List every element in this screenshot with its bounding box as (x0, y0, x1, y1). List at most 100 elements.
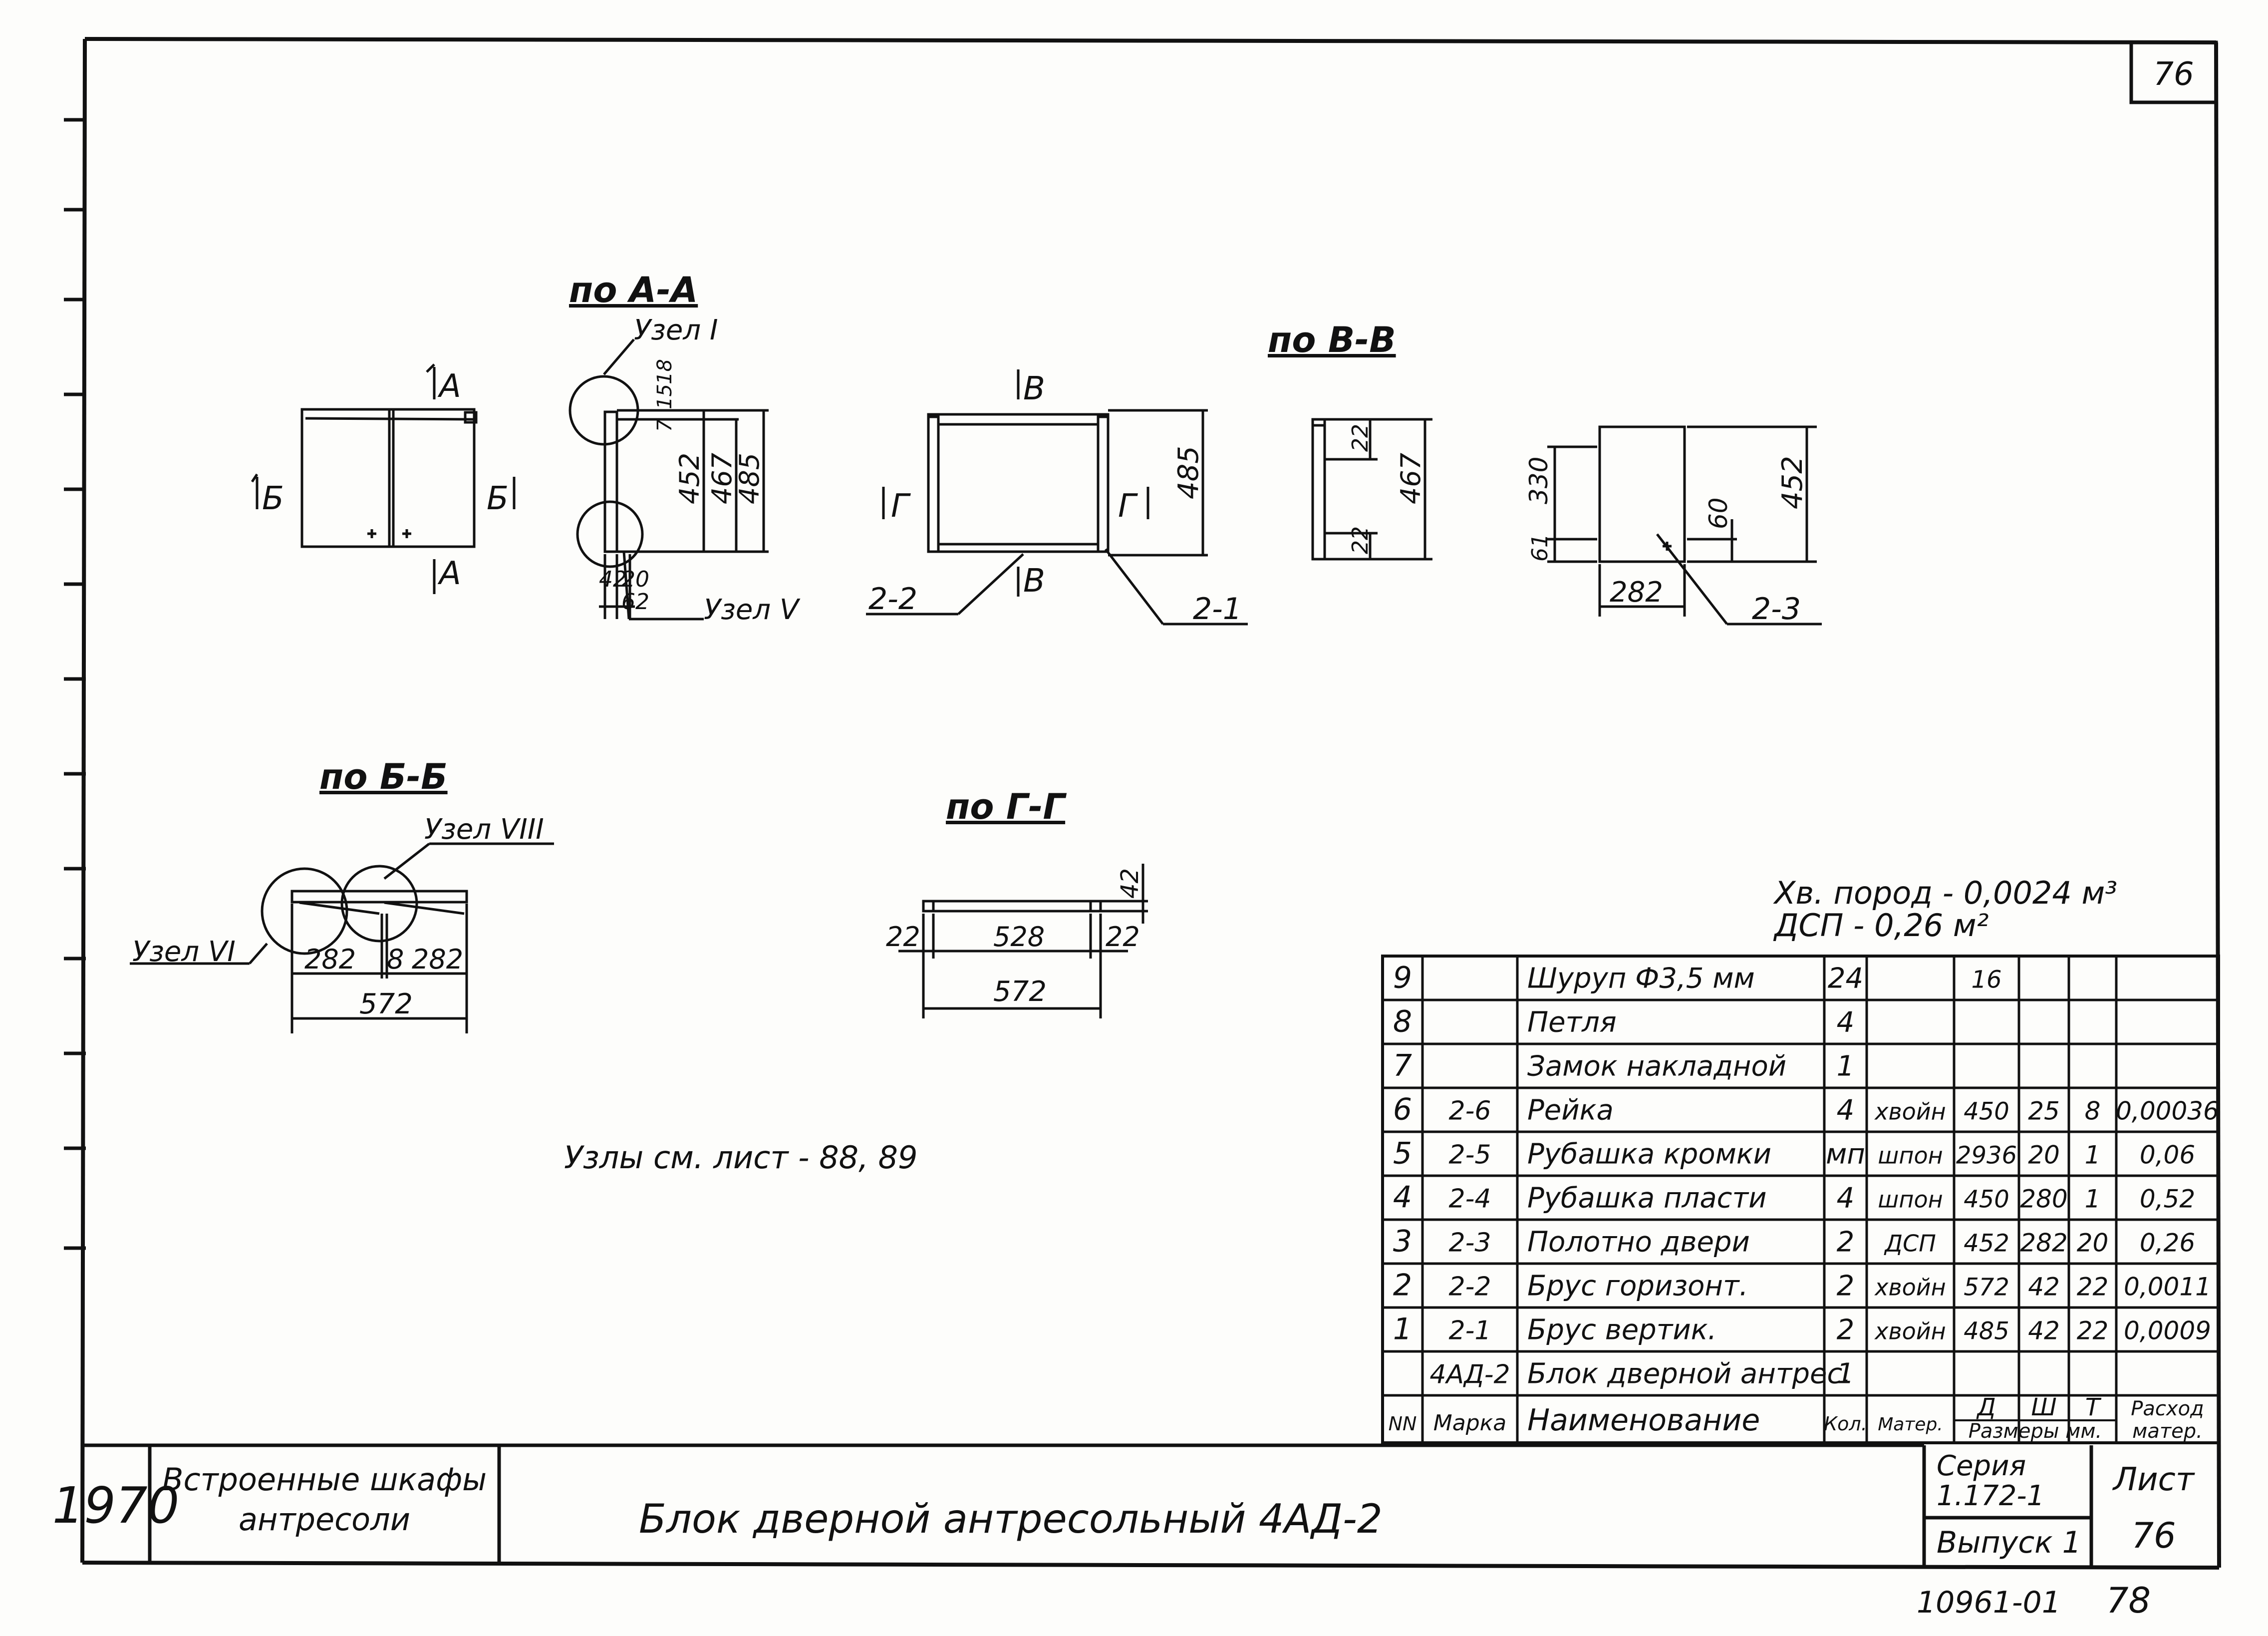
dim-282-right-b: 282 (412, 944, 463, 975)
series-label: Серия (1937, 1450, 2026, 1482)
section-mark-g-right: Г (1118, 488, 1138, 525)
node-label-2: Узел V (704, 594, 801, 626)
sheet-number: 76 (2131, 1515, 2176, 1556)
spec-cell: 20 (2028, 1140, 2060, 1169)
series-name-line1: Встроенные шкафы (162, 1461, 487, 1498)
spec-header-d: Д (1976, 1393, 1996, 1421)
node-label-8: Узел VIII (424, 813, 544, 846)
spec-cell: 2 (1393, 1268, 1412, 1303)
spec-cell: шпон (1878, 1186, 1943, 1213)
spec-cell: 0,00036 (2116, 1096, 2219, 1125)
section-title-g-g: по Г-Г (946, 786, 1067, 827)
dim-62-a: 62 (621, 589, 649, 615)
spec-header-name: Наименование (1527, 1403, 1760, 1438)
spec-cell: 2-4 (1449, 1184, 1491, 1214)
spec-cell: 8 (1393, 1004, 1412, 1039)
issue-label: Выпуск 1 (1937, 1525, 2081, 1560)
dim-20-a: 20 (621, 567, 649, 592)
sheet-number-top: 76 (2153, 56, 2194, 93)
node-label-1: Узел I (634, 314, 718, 346)
archive-number: 10961-01 (1917, 1585, 2061, 1620)
spec-cell: 2-1 (1449, 1315, 1491, 1345)
spec-cell: Шуруп Ф3,5 мм (1527, 962, 1755, 994)
spec-cell: 4 (1837, 1182, 1855, 1214)
spec-header-usage: Расход (2131, 1397, 2204, 1420)
spec-cell: 1 (1837, 1357, 1855, 1390)
spec-cell: 452 (1964, 1229, 2009, 1257)
spec-cell: 42 (2028, 1316, 2060, 1345)
dim-330: 330 (1524, 457, 1553, 504)
section-title-v-v: по В-В (1268, 320, 1396, 360)
spec-header-num: NN (1389, 1413, 1417, 1435)
section-mark-a-bottom: А (437, 555, 461, 592)
spec-cell: 2936 (1956, 1141, 2017, 1169)
spec-cell: 22 (2077, 1272, 2109, 1301)
year-stamp: 1970 (52, 1476, 180, 1535)
dim-18-a: 18 (653, 359, 676, 384)
dim-452-panel: 452 (1776, 456, 1809, 509)
spec-cell: 0,26 (2140, 1228, 2195, 1257)
spec-cell: 1 (2085, 1184, 2101, 1213)
spec-cell: Рубашка кромки (1527, 1138, 1771, 1170)
dim-282-left-b: 282 (304, 944, 356, 975)
spec-header-material: Матер. (1878, 1414, 1943, 1435)
spec-cell: 2 (1837, 1313, 1855, 1346)
spec-header-mark: Марка (1433, 1410, 1506, 1436)
dim-22-top-v: 22 (1348, 424, 1373, 452)
section-title-a-a: по А-А (569, 270, 698, 311)
spec-cell: 7 (1393, 1048, 1412, 1083)
spec-cell: 3 (1393, 1224, 1412, 1259)
spec-cell: Рубашка пласти (1527, 1182, 1766, 1214)
spec-cell: 1 (2085, 1140, 2101, 1169)
spec-cell: 0,0011 (2124, 1272, 2211, 1301)
spec-cell: хвойн (1874, 1317, 1946, 1344)
dim-485-frame: 485 (1172, 446, 1205, 499)
section-mark-v-top: В (1023, 370, 1045, 407)
spec-cell: 5 (1393, 1136, 1412, 1171)
dim-7-a: 7 (653, 419, 676, 432)
dim-467-a: 467 (706, 453, 738, 504)
front-view (251, 363, 516, 594)
spec-cell: 0,52 (2140, 1184, 2195, 1213)
spec-cell: мп (1826, 1138, 1865, 1170)
spec-cell: хвойн (1874, 1098, 1946, 1125)
material-note-wood: Хв. пород - 0,0024 м³ (1773, 875, 2117, 911)
dim-22-left-g: 22 (886, 921, 920, 953)
dim-42-a: 42 (599, 567, 627, 592)
spec-cell: 6 (1393, 1092, 1412, 1127)
dim-8-b: 8 (387, 944, 404, 975)
dim-22-bottom-v: 22 (1348, 526, 1373, 554)
spec-cell: 9 (1393, 960, 1412, 995)
spec-cell: 572 (1964, 1273, 2009, 1301)
spec-cell: 20 (2077, 1228, 2109, 1257)
dim-42-g: 42 (1116, 868, 1144, 899)
spec-header-t: Т (2085, 1393, 2102, 1421)
sheet-label: Лист (2112, 1461, 2195, 1498)
spec-cell: 450 (1964, 1185, 2009, 1213)
spec-cell: 0,0009 (2124, 1316, 2211, 1345)
spec-cell: 25 (2028, 1096, 2060, 1125)
door-panel-drawing (1547, 425, 1822, 626)
dim-485-a: 485 (734, 453, 765, 504)
section-mark-a-top: А (437, 368, 461, 405)
spec-cell: 282 (2020, 1228, 2067, 1257)
section-mark-b-left: Б (262, 480, 284, 517)
dim-61: 61 (1527, 534, 1553, 562)
title-block (82, 1443, 2093, 1568)
spec-cell: Блок дверной антрес. (1527, 1357, 1851, 1390)
spec-cell: 1 (1837, 1050, 1855, 1082)
dim-528-g: 528 (993, 921, 1045, 953)
callout-2-3: 2-3 (1752, 592, 1801, 627)
page-number: 78 (2106, 1580, 2151, 1621)
section-mark-v-bottom: В (1023, 563, 1045, 600)
dim-452-a: 452 (674, 453, 705, 504)
spec-cell: ДСП (1884, 1230, 1936, 1257)
section-b-b-drawing (130, 842, 554, 1033)
spec-cell: 280 (2020, 1184, 2067, 1213)
spec-cell: Брус горизонт. (1527, 1270, 1748, 1302)
series-number: 1.172-1 (1937, 1480, 2044, 1512)
spec-cell: 2 (1837, 1226, 1855, 1258)
spec-cell: Рейка (1527, 1094, 1614, 1126)
